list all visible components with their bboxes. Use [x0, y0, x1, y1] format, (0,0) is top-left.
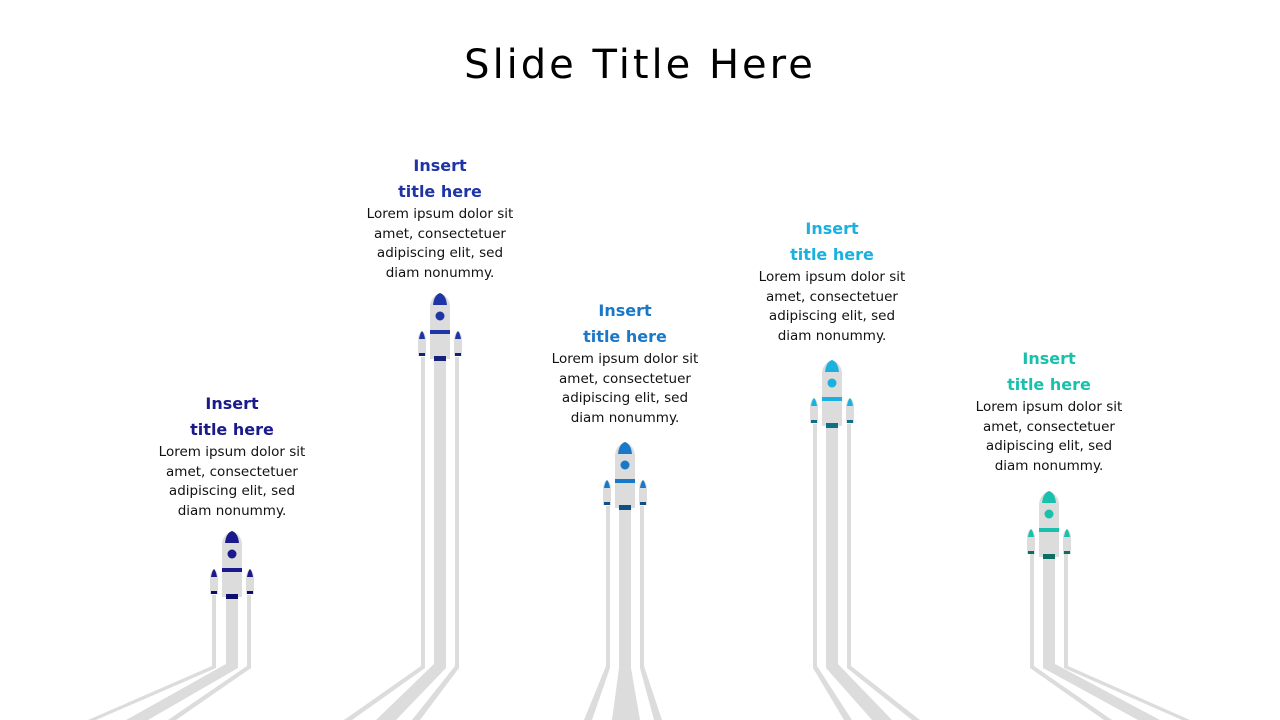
slide-title: Slide Title Here — [464, 42, 816, 88]
rocket-3-trails — [584, 506, 662, 720]
item-5-body: Lorem ipsum dolor sit amet, consectetuer… — [975, 399, 1123, 474]
item-3-title-line1: Insert — [598, 301, 652, 320]
rocket-3 — [603, 442, 647, 510]
item-1-title-line1: Insert — [205, 394, 259, 413]
item-2-title-line1: Insert — [413, 156, 467, 175]
rocket-2-trails — [344, 357, 459, 720]
item-4-title-line2: title here — [790, 245, 874, 264]
rocket-2 — [418, 293, 462, 361]
rocket-1 — [210, 531, 254, 599]
item-2-title-line2: title here — [398, 182, 482, 201]
item-4-textblock: Insert title here Lorem ipsum dolor sit … — [732, 216, 932, 346]
item-2-body: Lorem ipsum dolor sit amet, consectetuer… — [366, 206, 514, 281]
item-5-title-line1: Insert — [1022, 349, 1076, 368]
item-4-title-line1: Insert — [805, 219, 859, 238]
rocket-1-trails — [88, 595, 251, 720]
item-5-textblock: Insert title here Lorem ipsum dolor sit … — [949, 346, 1149, 476]
item-3-title-line2: title here — [583, 327, 667, 346]
rocket-5-trails — [1030, 554, 1190, 720]
item-5-title-line2: title here — [1007, 375, 1091, 394]
rocket-4-trails — [813, 424, 920, 720]
rocket-5 — [1027, 491, 1071, 559]
item-3-textblock: Insert title here Lorem ipsum dolor sit … — [525, 298, 725, 428]
item-1-title-line2: title here — [190, 420, 274, 439]
rocket-4 — [810, 360, 854, 428]
item-4-body: Lorem ipsum dolor sit amet, consectetuer… — [758, 269, 906, 344]
item-3-body: Lorem ipsum dolor sit amet, consectetuer… — [551, 351, 699, 426]
item-1-body: Lorem ipsum dolor sit amet, consectetuer… — [158, 444, 306, 519]
item-2-textblock: Insert title here Lorem ipsum dolor sit … — [340, 153, 540, 283]
item-1-textblock: Insert title here Lorem ipsum dolor sit … — [132, 391, 332, 521]
